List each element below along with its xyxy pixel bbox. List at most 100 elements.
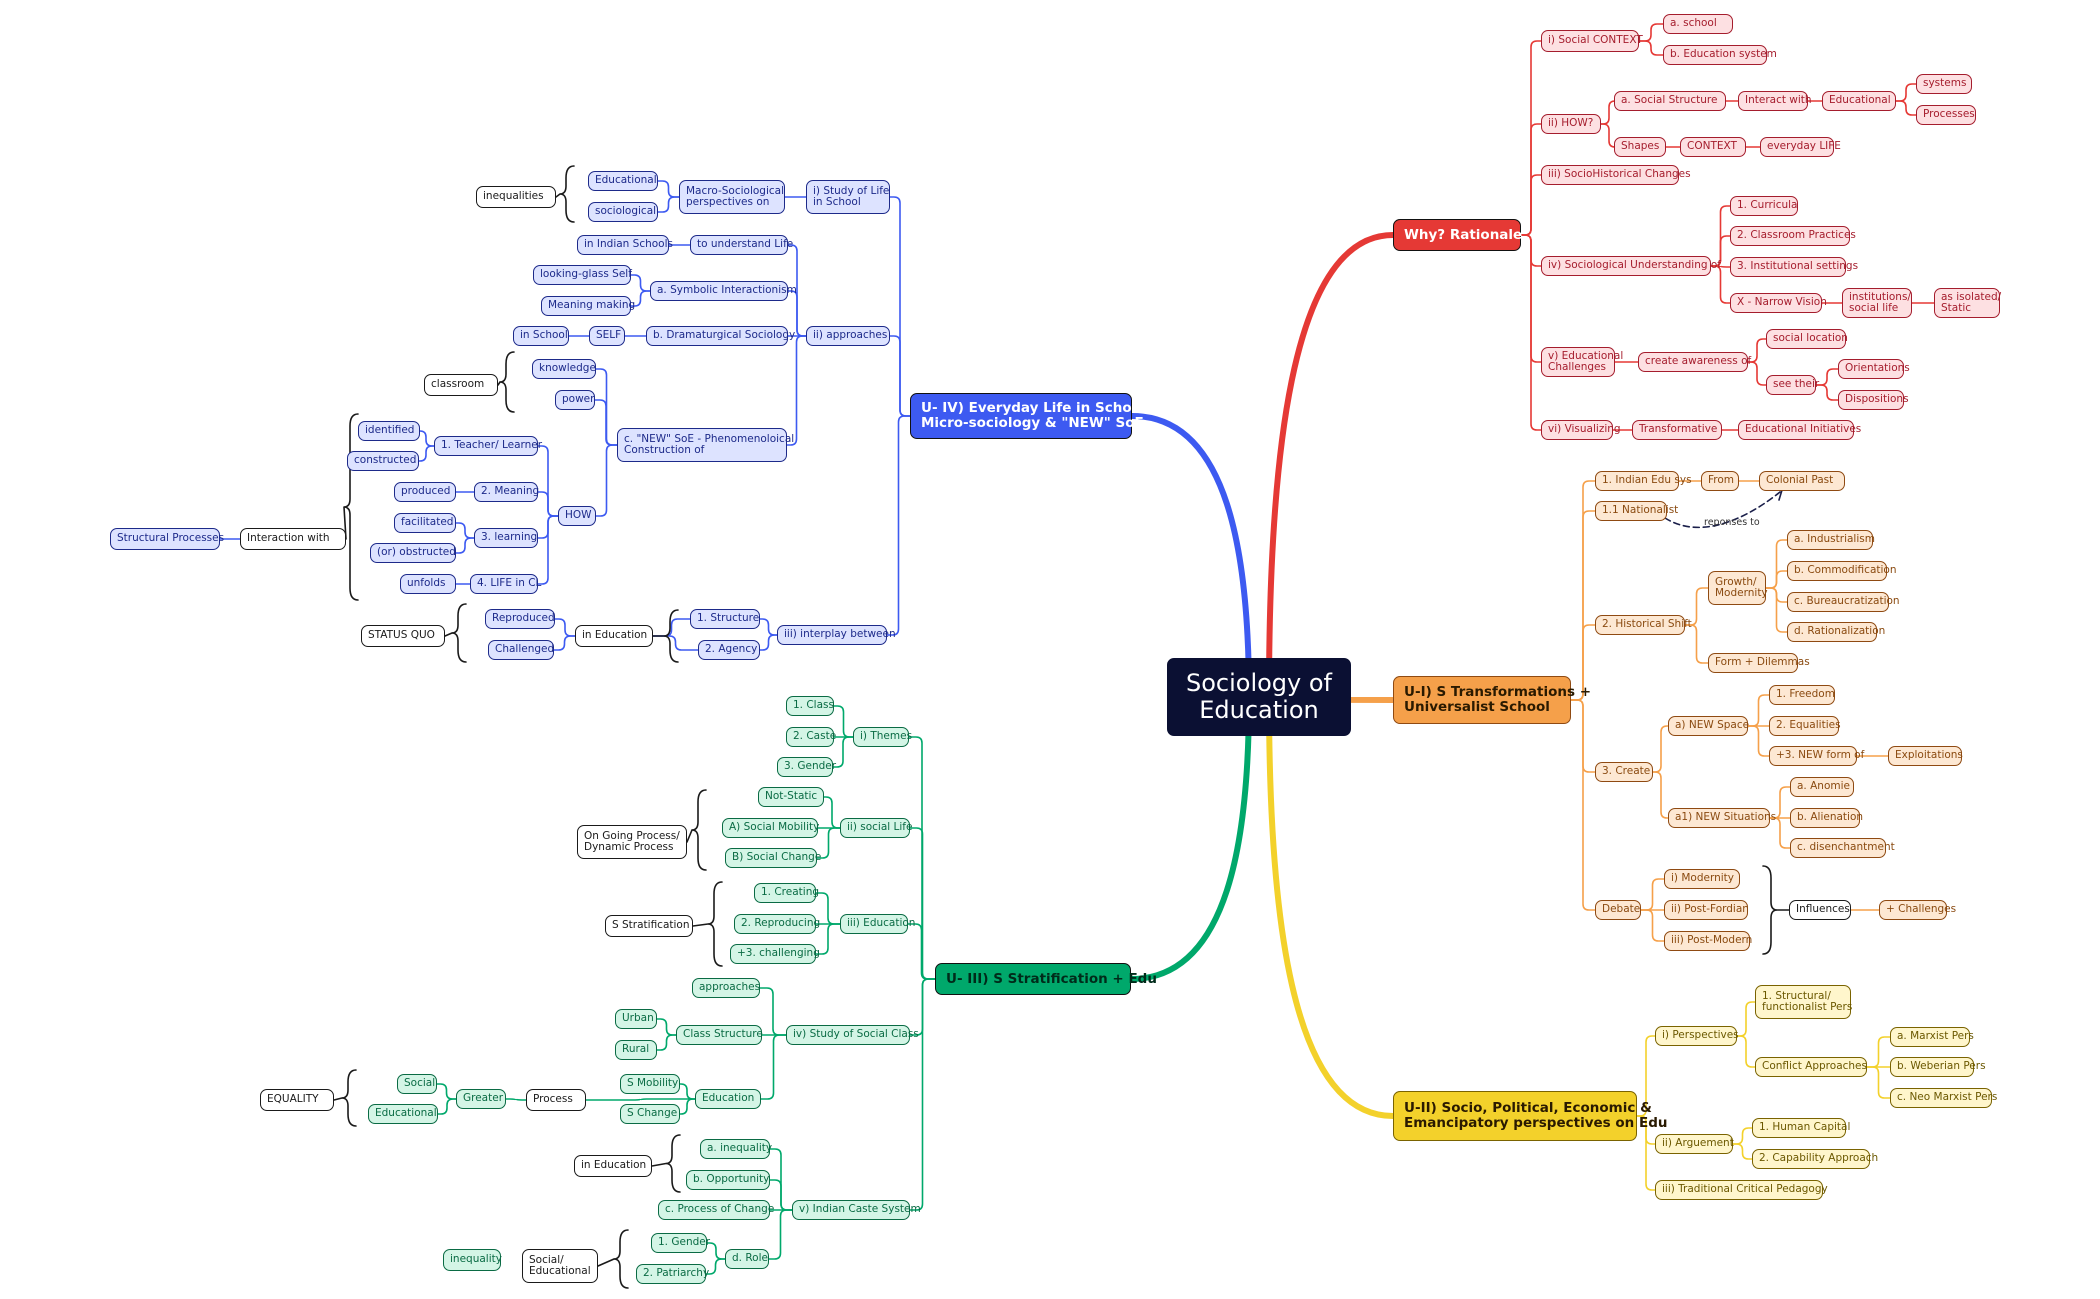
topic-node-c-disenchantment[interactable]: c. disenchantment (1790, 838, 1895, 858)
topic-node-facilitated[interactable]: facilitated (394, 513, 456, 533)
topic-node-constructed[interactable]: constructed (347, 451, 419, 471)
topic-node-exploitations[interactable]: Exploitations (1888, 746, 1963, 766)
topic-node-u-iv-everyday-life-in-school-micro-socio[interactable]: U- IV) Everyday Life in School= Micro-so… (910, 393, 1157, 439)
central-topic[interactable]: Sociology of Education (1167, 658, 1351, 736)
topic-node-transformative[interactable]: Transformative (1632, 420, 1722, 440)
topic-node-urban[interactable]: Urban (615, 1009, 657, 1029)
topic-node-3-gender[interactable]: 3. Gender (777, 757, 836, 777)
topic-node-systems[interactable]: systems (1916, 74, 1972, 94)
topic-node-a-inequality[interactable]: a. inequality (700, 1139, 772, 1159)
topic-node-status-quo[interactable]: STATUS QUO (361, 625, 445, 647)
topic-node-c-neo-marxist-pers[interactable]: c. Neo Marxist Pers (1890, 1088, 1997, 1108)
topic-node-d-role[interactable]: d. Role (725, 1249, 769, 1269)
topic-node-2-capability-approach[interactable]: 2. Capability Approach (1752, 1149, 1878, 1169)
topic-node-inequalities[interactable]: inequalities (476, 186, 556, 208)
topic-node-identified[interactable]: identified (358, 421, 420, 441)
topic-node-growth-modernity[interactable]: Growth/ Modernity (1708, 571, 1768, 605)
topic-node-knowledge[interactable]: knowledge (532, 359, 596, 379)
topic-node-rural[interactable]: Rural (615, 1040, 657, 1060)
topic-node-ii-how[interactable]: ii) HOW? (1541, 114, 1601, 134)
topic-node-u-i-s-transformations-universalist-schoo[interactable]: U-I) S Transformations + Universalist Sc… (1393, 676, 1591, 724)
topic-node-1-human-capital[interactable]: 1. Human Capital (1752, 1118, 1850, 1138)
topic-node-in-indian-schools[interactable]: in Indian Schools (577, 235, 673, 255)
topic-node-b-education-system[interactable]: b. Education system (1663, 45, 1777, 65)
topic-node-iii-interplay-between[interactable]: iii) interplay between (777, 625, 896, 645)
topic-node-educational-initiatives[interactable]: Educational Initiatives (1738, 420, 1861, 440)
topic-node-interact-with[interactable]: Interact with (1738, 91, 1812, 111)
topic-node-conflict-approaches[interactable]: Conflict Approaches (1755, 1057, 1867, 1077)
topic-node-educational[interactable]: Educational (588, 171, 658, 191)
topic-node-u-iii-s-stratification-edu[interactable]: U- III) S Stratification + Edu (935, 963, 1157, 995)
topic-node-a1-new-situations[interactable]: a1) NEW Situations (1668, 808, 1776, 828)
topic-node-s-mobility[interactable]: S Mobility (620, 1074, 680, 1094)
topic-node-i-perspectives[interactable]: i) Perspectives (1655, 1026, 1739, 1046)
topic-node-4-life-in-cl[interactable]: 4. LIFE in CL (470, 574, 541, 594)
topic-node-not-static[interactable]: Not-Static (758, 787, 824, 807)
topic-node-create-awareness-of[interactable]: create awareness of (1638, 352, 1751, 372)
topic-node-sociological[interactable]: sociological (588, 202, 658, 222)
topic-node-iv-sociological-understanding-of[interactable]: iv) Sociological Understanding of (1541, 256, 1721, 276)
topic-node-v-educational-challenges[interactable]: v) Educational Challenges (1541, 347, 1623, 377)
topic-node-from[interactable]: From (1701, 471, 1739, 491)
topic-node-1-curricula[interactable]: 1. Curricula (1730, 196, 1798, 216)
topic-node-v-indian-caste-system[interactable]: v) Indian Caste System (792, 1200, 921, 1220)
topic-node-influences[interactable]: Influences (1789, 900, 1851, 920)
topic-node-institutions-social-life[interactable]: institutions/ social life (1842, 288, 1912, 318)
topic-node-a-industrialism[interactable]: a. Industrialism (1787, 530, 1875, 550)
topic-node-2-reproducing[interactable]: 2. Reproducing (734, 914, 820, 934)
topic-node-a-symbolic-interactionism[interactable]: a. Symbolic Interactionism (650, 281, 797, 301)
topic-node-social-educational[interactable]: Social/ Educational (522, 1249, 598, 1283)
topic-node-3-challenging[interactable]: +3. challenging (730, 944, 820, 964)
topic-node-u-ii-socio-political-economic-emancipato[interactable]: U-II) Socio, Political, Economic & Emanc… (1393, 1091, 1668, 1141)
topic-node-produced[interactable]: produced (394, 482, 456, 502)
topic-node-a-marxist-pers[interactable]: a. Marxist Pers (1890, 1027, 1974, 1047)
topic-node-2-classroom-practices[interactable]: 2. Classroom Practices (1730, 226, 1856, 246)
topic-node-c-new-soe-phenomenoloical-construction-o[interactable]: c. "NEW" SoE - Phenomenoloical Construct… (617, 428, 794, 462)
topic-node-process[interactable]: Process (526, 1089, 586, 1111)
topic-node-3-institutional-settings[interactable]: 3. Institutional settings (1730, 257, 1858, 277)
topic-node-i-modernity[interactable]: i) Modernity (1664, 869, 1740, 889)
topic-node-inequality[interactable]: inequality (443, 1249, 502, 1271)
topic-node-equality[interactable]: EQUALITY (260, 1089, 334, 1111)
topic-node-why-rationale[interactable]: Why? Rationale (1393, 219, 1522, 251)
topic-node-iv-study-of-social-class[interactable]: iv) Study of Social Class (786, 1025, 919, 1045)
topic-node-a-social-structure[interactable]: a. Social Structure (1614, 91, 1726, 111)
topic-node-3-new-form-of[interactable]: +3. NEW form of (1769, 746, 1864, 766)
topic-node-2-historical-shift[interactable]: 2. Historical Shift (1595, 615, 1692, 635)
topic-node-self[interactable]: SELF (589, 326, 625, 346)
topic-node-2-caste[interactable]: 2. Caste (786, 727, 836, 747)
topic-node-1-creating[interactable]: 1. Creating (754, 883, 819, 903)
topic-node-3-create[interactable]: 3. Create (1595, 762, 1653, 782)
topic-node-interaction-with[interactable]: Interaction with (240, 528, 346, 550)
topic-node-x-narrow-vision[interactable]: X - Narrow Vision (1730, 293, 1827, 313)
topic-node-1-freedom[interactable]: 1. Freedom (1769, 685, 1835, 705)
topic-node-on-going-process-dynamic-process[interactable]: On Going Process/ Dynamic Process (577, 825, 687, 859)
topic-node-ii-arguement[interactable]: ii) Arguement (1655, 1134, 1734, 1154)
topic-node-iii-sociohistorical-changes[interactable]: iii) SocioHistorical Changes (1541, 165, 1691, 185)
topic-node-a-school[interactable]: a. school (1663, 14, 1733, 34)
topic-node-ii-post-fordian[interactable]: ii) Post-Fordian (1664, 900, 1749, 920)
topic-node-a-new-space[interactable]: a) NEW Space (1668, 716, 1749, 736)
topic-node-classroom[interactable]: classroom (424, 374, 498, 396)
topic-node-b-weberian-pers[interactable]: b. Weberian Pers (1890, 1057, 1986, 1077)
topic-node-b-commodification[interactable]: b. Commodification (1787, 561, 1897, 581)
topic-node-1-indian-edu-sys[interactable]: 1. Indian Edu sys (1595, 471, 1692, 491)
topic-node-d-rationalization[interactable]: d. Rationalization (1787, 622, 1885, 642)
topic-node-in-school[interactable]: in School (513, 326, 569, 346)
topic-node-or-obstructed[interactable]: (or) obstructed (370, 543, 456, 563)
topic-node-a-anomie[interactable]: a. Anomie (1790, 777, 1854, 797)
topic-node-form-dilemmas[interactable]: Form + Dilemmas (1708, 653, 1810, 673)
topic-node-1-teacher-learner[interactable]: 1. Teacher/ Learner (434, 436, 542, 456)
topic-node-looking-glass-self[interactable]: looking-glass Self (533, 265, 632, 285)
topic-node-shapes[interactable]: Shapes (1614, 137, 1666, 157)
topic-node-1-class[interactable]: 1. Class (786, 696, 834, 716)
topic-node-reproduced[interactable]: Reproduced (485, 609, 555, 629)
topic-node-1-structure[interactable]: 1. Structure (690, 609, 760, 629)
topic-node-c-bureaucratization[interactable]: c. Bureaucratization (1787, 592, 1900, 612)
topic-node-see-their[interactable]: see their (1766, 375, 1819, 395)
topic-node-b-dramaturgical-sociology[interactable]: b. Dramaturgical Sociology (646, 326, 795, 346)
topic-node-educational[interactable]: Educational (368, 1104, 438, 1124)
topic-node-social-location[interactable]: social location (1766, 329, 1848, 349)
topic-node-macro-sociological-perspectives-on[interactable]: Macro-Sociological perspectives on (679, 180, 785, 214)
topic-node-1-1-nationalist[interactable]: 1.1 Nationalist (1595, 501, 1678, 521)
